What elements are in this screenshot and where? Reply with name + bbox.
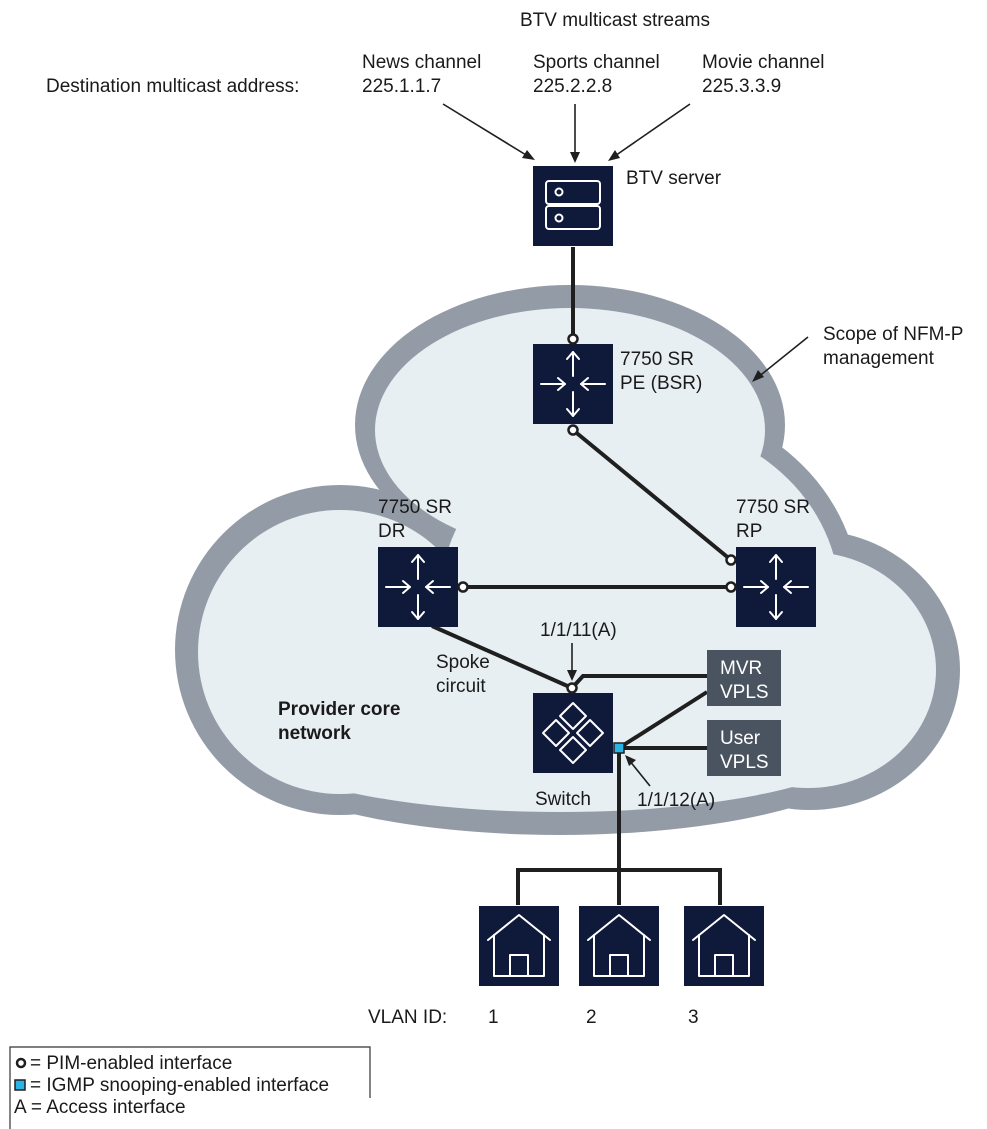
scope-label-line1: Scope of NFM-P — [823, 324, 963, 345]
provider-core-line2: network — [278, 723, 351, 744]
provider-core-line1: Provider core — [278, 699, 401, 720]
rp-router-label-line1: 7750 SR — [736, 497, 810, 518]
spoke-circuit-line1: Spoke — [436, 652, 490, 673]
rp-router-label-line2: RP — [736, 521, 762, 542]
legend-igmp: = IGMP snooping-enabled interface — [30, 1075, 329, 1096]
mvr-vpls[interactable]: MVR VPLS — [707, 650, 781, 706]
router-icon — [540, 351, 606, 417]
mvr-vpls-line2: VPLS — [720, 682, 769, 703]
pe-router-label-line1: 7750 SR — [620, 349, 694, 370]
dr-router[interactable] — [378, 547, 458, 627]
server-icon — [545, 180, 601, 230]
router-icon — [743, 554, 809, 620]
spoke-circuit-line2: circuit — [436, 676, 486, 697]
router-icon — [385, 554, 451, 620]
switch[interactable] — [533, 693, 613, 773]
btv-server-label: BTV server — [626, 168, 722, 189]
scope-label-line2: management — [823, 348, 935, 369]
sports-channel-address: 225.2.2.8 — [533, 76, 612, 97]
pim-legend-marker — [15, 1057, 27, 1069]
port-a-label: 1/1/11(A) — [540, 620, 617, 641]
user-vpls-line1: User — [720, 728, 761, 749]
port-b-label: 1/1/12(A) — [637, 790, 715, 811]
user-vpls-line2: VPLS — [720, 752, 769, 773]
destination-address-label: Destination multicast address: — [46, 76, 299, 97]
igmp-legend-marker — [14, 1079, 26, 1091]
home-vlan-1[interactable] — [479, 906, 559, 986]
legend: = PIM-enabled interface = IGMP snooping-… — [9, 1046, 371, 1129]
diagram-title: BTV multicast streams — [520, 10, 710, 31]
movie-channel-address: 225.3.3.9 — [702, 76, 781, 97]
house-icon — [587, 914, 651, 977]
dr-router-label-line1: 7750 SR — [378, 497, 452, 518]
network-links — [431, 247, 733, 905]
switch-icon — [542, 702, 604, 764]
btv-server[interactable] — [533, 166, 613, 246]
mvr-vpls-line1: MVR — [720, 658, 762, 679]
house-icon — [487, 914, 551, 977]
rp-router[interactable] — [736, 547, 816, 627]
home-vlan-3[interactable] — [684, 906, 764, 986]
vlan-3-label: 3 — [688, 1007, 699, 1028]
house-icon — [692, 914, 756, 977]
switch-label: Switch — [535, 789, 591, 810]
pim-interfaces — [457, 333, 737, 694]
sports-channel-name: Sports channel — [533, 52, 660, 73]
vlan-1-label: 1 — [488, 1007, 499, 1028]
port-b-arrow — [628, 759, 651, 787]
user-vpls[interactable]: User VPLS — [707, 720, 781, 776]
news-channel-address: 225.1.1.7 — [362, 76, 441, 97]
scope-arrow — [756, 336, 809, 379]
pe-router-label-line2: PE (BSR) — [620, 373, 702, 394]
home-vlan-2[interactable] — [579, 906, 659, 986]
vlan-2-label: 2 — [586, 1007, 597, 1028]
news-channel-name: News channel — [362, 52, 481, 73]
dr-router-label-line2: DR — [378, 521, 405, 542]
vlan-id-label: VLAN ID: — [368, 1007, 447, 1028]
stream-arrows — [442, 103, 691, 163]
pe-router[interactable] — [533, 344, 613, 424]
movie-channel-name: Movie channel — [702, 52, 825, 73]
igmp-interface — [613, 742, 625, 754]
legend-pim: = PIM-enabled interface — [30, 1053, 232, 1074]
legend-access: A = Access interface — [14, 1097, 186, 1118]
